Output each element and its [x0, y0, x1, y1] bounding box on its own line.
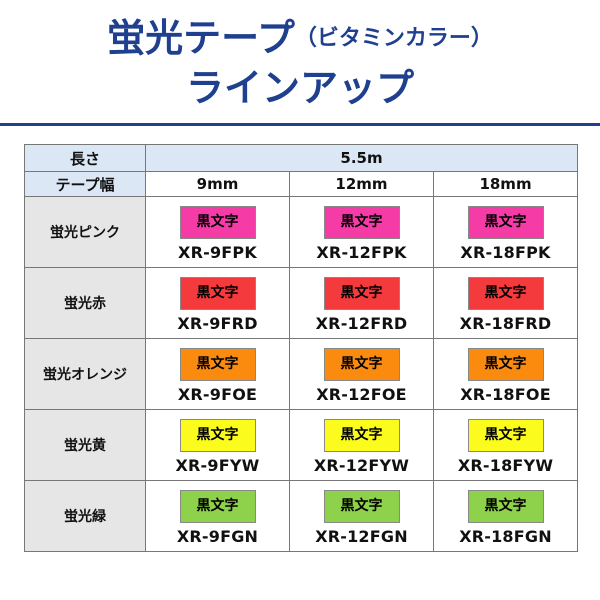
tape-swatch: 黒文字 [179, 419, 256, 452]
color-name: 蛍光緑 [24, 480, 146, 552]
tape-swatch: 黒文字 [467, 490, 544, 523]
width-12mm: 12mm [289, 171, 434, 197]
product-cell: 黒文字 XR-9FRD [145, 267, 290, 339]
tape-swatch: 黒文字 [179, 490, 256, 523]
product-cell: 黒文字 XR-12FGN [289, 480, 434, 552]
product-code: XR-12FYW [313, 456, 410, 475]
color-name: 蛍光オレンジ [24, 338, 146, 410]
tape-swatch: 黒文字 [179, 277, 256, 310]
length-value: 5.5m [144, 144, 579, 172]
color-name: 蛍光赤 [24, 267, 146, 339]
title-line-2: ラインアップ [185, 66, 414, 110]
tape-swatch: 黒文字 [467, 206, 544, 239]
width-18mm: 18mm [432, 171, 579, 197]
product-code: XR-18FPK [460, 243, 551, 262]
title-divider [0, 123, 600, 126]
product-code: XR-9FPK [178, 243, 257, 262]
product-code: XR-9FYW [175, 456, 260, 475]
width-row: テープ幅 9mm 12mm 18mm [24, 171, 579, 197]
product-code: XR-18FYW [457, 456, 554, 475]
tape-swatch: 黒文字 [323, 490, 400, 523]
color-name: 蛍光黄 [24, 409, 146, 481]
product-cell: 黒文字 XR-9FYW [145, 409, 290, 481]
title-paren: （ビタミンカラー） [294, 26, 493, 51]
product-code: XR-9FRD [177, 314, 258, 333]
page-title: 蛍光テープ（ビタミンカラー） ラインアップ [0, 14, 600, 113]
product-cell: 黒文字 XR-18FPK [432, 196, 579, 268]
product-code: XR-12FOE [316, 385, 407, 404]
tape-swatch: 黒文字 [323, 206, 400, 239]
product-code: XR-9FOE [177, 385, 258, 404]
product-cell: 黒文字 XR-12FRD [289, 267, 434, 339]
product-code: XR-18FRD [459, 314, 552, 333]
tape-swatch: 黒文字 [467, 277, 544, 310]
width-9mm: 9mm [145, 171, 290, 197]
product-cell: 黒文字 XR-9FOE [145, 338, 290, 410]
tape-swatch: 黒文字 [467, 348, 544, 381]
product-cell: 黒文字 XR-9FPK [145, 196, 290, 268]
product-cell: 黒文字 XR-18FOE [432, 338, 579, 410]
product-code: XR-12FRD [315, 314, 408, 333]
product-code: XR-18FOE [460, 385, 551, 404]
product-cell: 黒文字 XR-18FYW [432, 409, 579, 481]
title-line-1: 蛍光テープ（ビタミンカラー） [0, 14, 600, 63]
tape-swatch: 黒文字 [323, 348, 400, 381]
product-code: XR-12FPK [316, 243, 407, 262]
product-cell: 黒文字 XR-12FPK [289, 196, 434, 268]
product-code: XR-9FGN [176, 527, 259, 546]
tape-swatch: 黒文字 [467, 419, 544, 452]
product-cell: 黒文字 XR-12FYW [289, 409, 434, 481]
tape-swatch: 黒文字 [179, 206, 256, 239]
product-cell: 黒文字 XR-12FOE [289, 338, 434, 410]
width-label: テープ幅 [24, 171, 146, 197]
product-code: XR-12FGN [315, 527, 408, 546]
tape-swatch: 黒文字 [323, 419, 400, 452]
product-cell: 黒文字 XR-9FGN [145, 480, 290, 552]
product-code: XR-18FGN [459, 527, 552, 546]
title-main: 蛍光テープ [107, 16, 295, 60]
tape-swatch: 黒文字 [323, 277, 400, 310]
color-name: 蛍光ピンク [24, 196, 146, 268]
product-cell: 黒文字 XR-18FRD [432, 267, 579, 339]
tape-swatch: 黒文字 [179, 348, 256, 381]
length-label: 長さ [24, 144, 146, 172]
product-cell: 黒文字 XR-18FGN [432, 480, 579, 552]
length-row: 長さ 5.5m [24, 144, 579, 172]
